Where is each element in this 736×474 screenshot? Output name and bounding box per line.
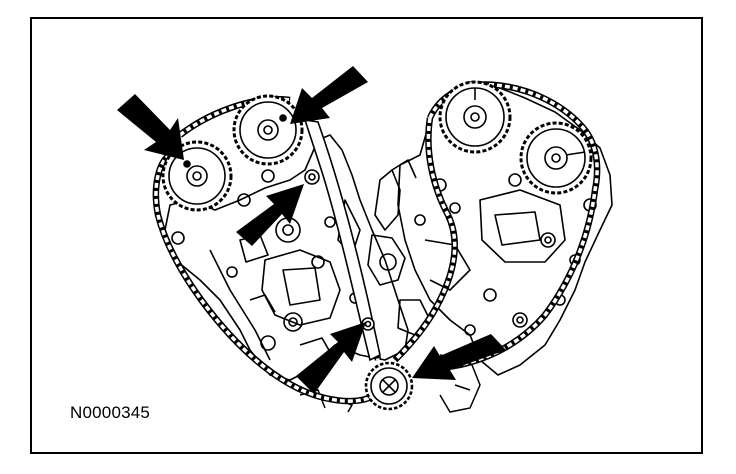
guide-bolt-upper [304, 169, 320, 185]
figure-frame [30, 17, 703, 454]
figure-id-label: N0000345 [70, 403, 151, 422]
left-chain-guide [303, 119, 381, 362]
callout-arrow-icon [117, 66, 506, 394]
right-lower-sprocket-icon [519, 121, 593, 195]
crank-sprocket-icon [364, 361, 414, 411]
right-upper-sprocket-icon [438, 80, 512, 154]
left-upper-sprocket-icon [232, 94, 304, 166]
